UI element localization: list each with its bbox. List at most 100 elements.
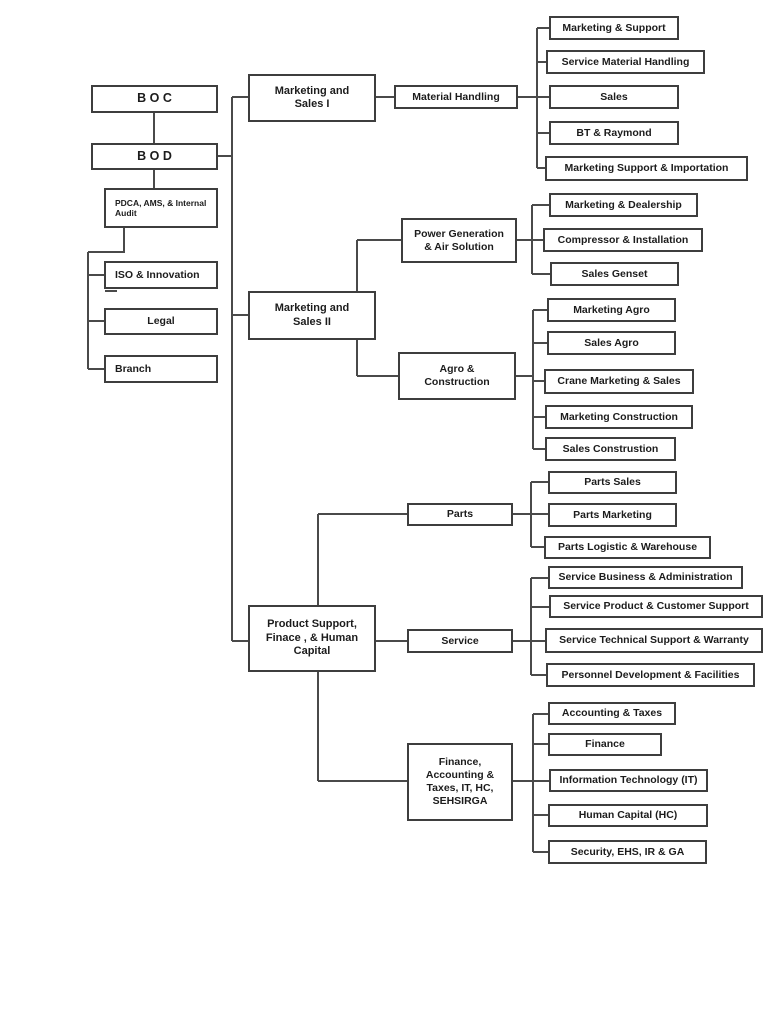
org-node-information-technology: Information Technology (IT) [549, 769, 708, 792]
connector-line [88, 274, 104, 276]
org-node-legal: Legal [104, 308, 218, 335]
org-node-service-mat-handling: Service Material Handling [546, 50, 705, 74]
org-node-security-ehs: Security, EHS, IR & GA [548, 840, 707, 864]
org-node-marketing-sales-2: Marketing and Sales II [248, 291, 376, 340]
connector-line [518, 96, 537, 98]
org-node-sales-construction: Sales Construstion [545, 437, 676, 461]
connector-line [533, 342, 547, 344]
connector-line [530, 578, 532, 675]
connector-line [153, 113, 155, 143]
connector-line [153, 170, 155, 188]
org-node-finance-dept: Finance, Accounting & Taxes, IT, HC, SEH… [407, 743, 513, 821]
connector-line [513, 640, 531, 642]
org-node-bod: B O D [91, 143, 218, 170]
org-node-agro-construction: Agro & Construction [398, 352, 516, 400]
connector-line [357, 239, 401, 241]
org-node-marketing-agro: Marketing Agro [547, 298, 676, 322]
org-node-crane-marketing: Crane Marketing & Sales [544, 369, 694, 394]
connector-line [533, 380, 544, 382]
org-node-parts-logistic: Parts Logistic & Warehouse [544, 536, 711, 559]
connector-line [537, 167, 545, 169]
connector-line [531, 577, 548, 579]
org-node-compressor-install: Compressor & Installation [543, 228, 703, 252]
connector-line [532, 714, 534, 852]
org-node-accounting-taxes: Accounting & Taxes [548, 702, 676, 725]
org-node-finance: Finance [548, 733, 662, 756]
connector-line [537, 96, 549, 98]
connector-line [317, 514, 319, 605]
connector-line [318, 780, 407, 782]
org-node-material-handling: Material Handling [394, 85, 518, 109]
org-node-bt-raymond: BT & Raymond [549, 121, 679, 145]
org-node-service-technical: Service Technical Support & Warranty [545, 628, 763, 653]
connector-line [123, 228, 125, 252]
connector-line [531, 674, 546, 676]
connector-line [232, 96, 248, 98]
connector-line [87, 252, 89, 369]
connector-line [532, 310, 534, 449]
connector-line [376, 96, 394, 98]
connector-line [537, 27, 549, 29]
connector-line [533, 713, 548, 715]
org-node-service-product: Service Product & Customer Support [549, 595, 763, 618]
connector-line [88, 251, 125, 253]
org-node-parts: Parts [407, 503, 513, 526]
connector-line [531, 546, 544, 548]
connector-line [88, 368, 104, 370]
connector-line [533, 743, 548, 745]
connector-line [531, 606, 549, 608]
connector-line [531, 481, 548, 483]
org-node-service-business: Service Business & Administration [548, 566, 743, 589]
connector-line [88, 320, 104, 322]
connector-line [537, 61, 546, 63]
connector-line [532, 239, 543, 241]
org-node-iso: ISO & Innovation [104, 261, 218, 289]
connector-line [531, 513, 548, 515]
connector-line [317, 672, 319, 781]
connector-line [533, 416, 545, 418]
connector-line [533, 780, 549, 782]
connector-line [533, 814, 548, 816]
connector-line [318, 513, 407, 515]
org-node-power-gen-air: Power Generation & Air Solution [401, 218, 517, 263]
connector-line [376, 640, 407, 642]
connector-line [516, 375, 533, 377]
org-node-parts-marketing: Parts Marketing [548, 503, 677, 527]
org-node-parts-sales: Parts Sales [548, 471, 677, 494]
org-node-human-capital: Human Capital (HC) [548, 804, 708, 827]
org-node-sales-genset: Sales Genset [550, 262, 679, 286]
org-node-mkt-support-import: Marketing Support & Importation [545, 156, 748, 181]
connector-line [356, 340, 358, 376]
connector-line [232, 314, 248, 316]
org-node-marketing-sales-1: Marketing and Sales I [248, 74, 376, 122]
connector-line [105, 290, 117, 292]
connector-line [356, 240, 358, 291]
org-node-service: Service [407, 629, 513, 653]
org-node-boc: B O C [91, 85, 218, 113]
org-node-marketing-support: Marketing & Support [549, 16, 679, 40]
connector-line [513, 513, 531, 515]
org-node-product-support: Product Support, Finace , & Human Capita… [248, 605, 376, 672]
connector-line [357, 375, 398, 377]
org-node-marketing-construction: Marketing Construction [545, 405, 693, 429]
org-node-branch: Branch [104, 355, 218, 383]
connector-line [513, 780, 533, 782]
connector-line [517, 239, 532, 241]
org-node-personnel-dev: Personnel Development & Facilities [546, 663, 755, 687]
connector-line [532, 204, 549, 206]
connector-line [232, 640, 248, 642]
connector-line [532, 273, 550, 275]
connector-line [533, 309, 547, 311]
connector-line [218, 155, 232, 157]
connector-line [537, 132, 549, 134]
connector-line [533, 448, 545, 450]
connector-line [231, 97, 233, 641]
org-node-marketing-dealership: Marketing & Dealership [549, 193, 698, 217]
connector-line [536, 28, 538, 168]
connector-line [531, 640, 545, 642]
org-node-pdca: PDCA, AMS, & Internal Audit [104, 188, 218, 228]
org-node-sales-agro: Sales Agro [547, 331, 676, 355]
connector-line [533, 851, 548, 853]
